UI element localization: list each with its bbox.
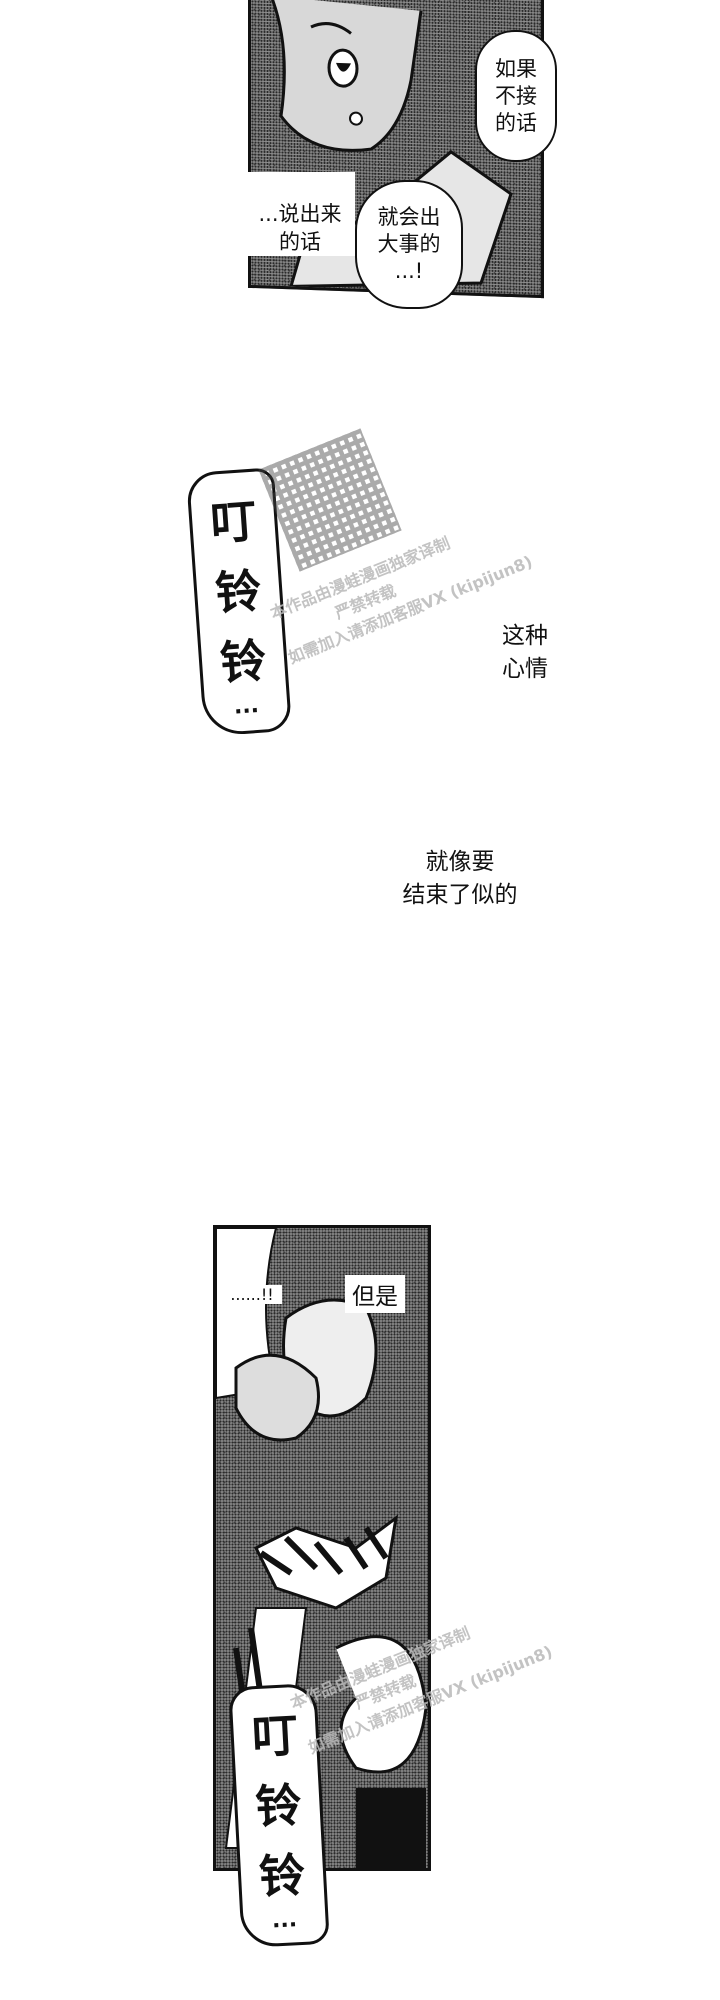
bubble-text: 如果 不接 的话 — [495, 56, 537, 135]
caption-if-said: ...说出来 的话 — [245, 172, 355, 256]
exclamation-text: ......!! — [222, 1285, 282, 1304]
sfx-char: 叮 — [250, 1707, 300, 1764]
qr-code-watermark — [258, 428, 402, 572]
sfx-char: 叮 — [208, 493, 259, 551]
speech-bubble-if-not-answered: 如果 不接 的话 — [475, 30, 557, 162]
caption-but: 但是 — [345, 1275, 405, 1313]
narration-like-ending: 就像要 结束了似的 — [385, 846, 535, 912]
speech-bubble-something-will-happen: 就会出 大事的 ...! — [355, 180, 463, 309]
sfx-trail: ... — [232, 692, 260, 720]
narration-line: 结束了似的 — [402, 882, 518, 908]
narration-line: 就像要 — [425, 849, 495, 875]
narration-line: 心情 — [502, 656, 548, 682]
caption-label: 但是 — [352, 1284, 398, 1310]
sfx-char: 铃 — [257, 1847, 307, 1904]
exclamation-label: ......!! — [230, 1285, 274, 1304]
narration-line: 这种 — [502, 623, 548, 649]
narration-this-feeling: 这种 心情 — [485, 620, 565, 686]
sfx-char: 铃 — [213, 563, 264, 621]
bubble-text: 就会出 大事的 ...! — [377, 205, 441, 283]
caption-text: ...说出来 的话 — [258, 202, 342, 254]
sfx-char: 铃 — [254, 1777, 303, 1834]
sfx-trail: ... — [271, 1906, 298, 1933]
sfx-char: 铃 — [218, 633, 269, 691]
